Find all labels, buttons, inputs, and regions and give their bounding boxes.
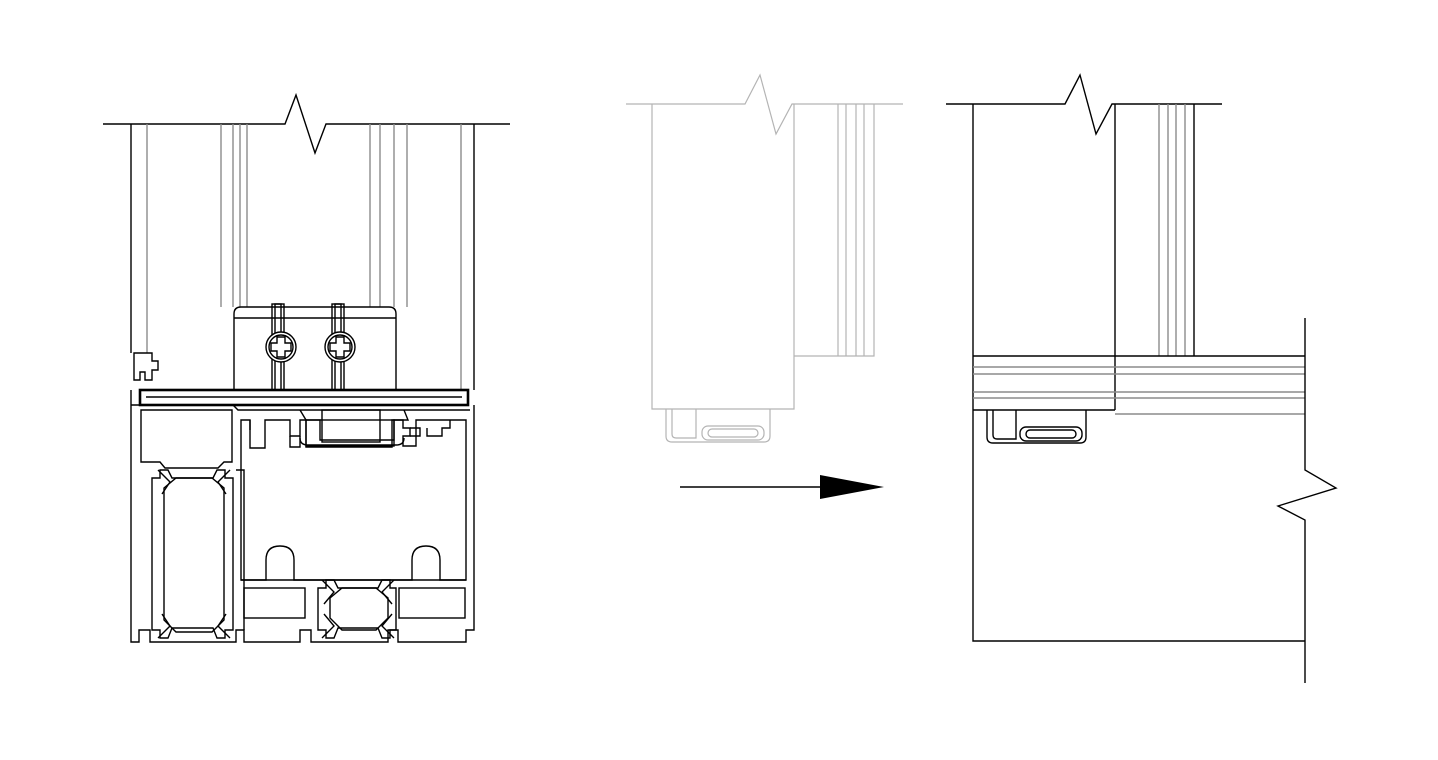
break-line-right xyxy=(1276,318,1338,683)
clip-underside xyxy=(986,410,1087,444)
break-line-top-middle xyxy=(626,73,903,136)
aluminium-profile xyxy=(130,390,475,643)
mounting-clip xyxy=(233,303,397,391)
direction-arrow xyxy=(680,475,884,499)
screw-head-icon xyxy=(324,331,356,363)
screw-head-icon xyxy=(265,331,297,363)
glass-panel-lines xyxy=(130,124,475,390)
base-plate xyxy=(138,388,470,407)
frame-section xyxy=(103,92,510,643)
installed-step xyxy=(946,73,1338,683)
arrowhead-icon xyxy=(820,475,884,499)
glazing-bead-hook xyxy=(133,352,159,381)
ghost-step xyxy=(626,73,903,443)
break-line-top-left xyxy=(103,92,510,156)
sill-bar xyxy=(973,355,1305,415)
break-line-top-right xyxy=(946,73,1222,136)
